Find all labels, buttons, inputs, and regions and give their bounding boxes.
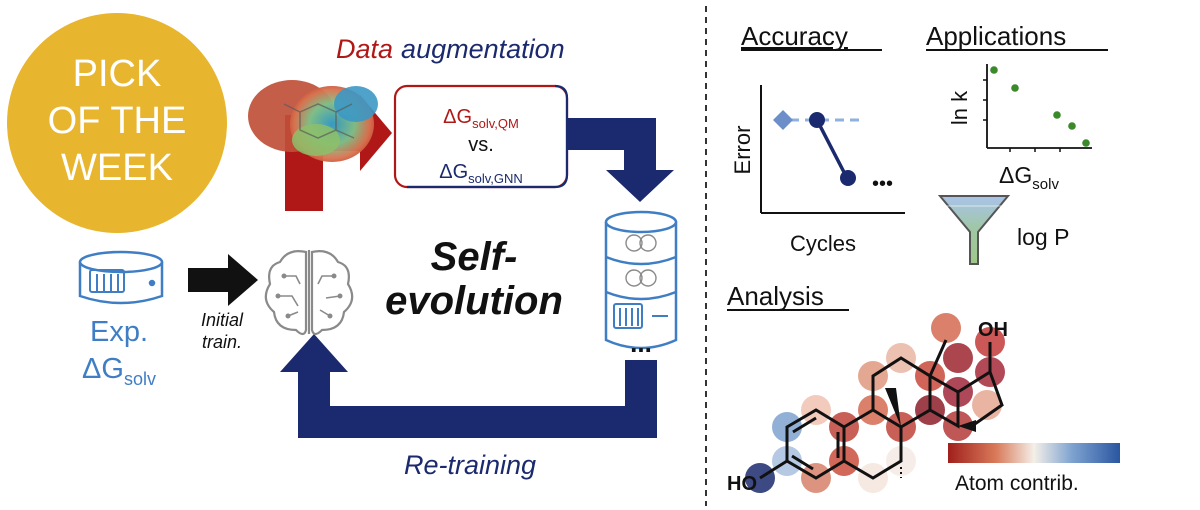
title-word-augmentation: augmentation <box>401 34 565 64</box>
error-axis-label: Error <box>730 126 755 175</box>
accuracy-plot <box>760 85 905 214</box>
app-point <box>1068 122 1076 130</box>
colorbar-label: Atom contrib. <box>955 472 1079 495</box>
funnel-icon <box>937 195 1011 265</box>
accuracy-title: Accuracy <box>741 21 848 51</box>
brain-icon <box>264 250 354 336</box>
oh-label: OH <box>978 319 1008 341</box>
applications-plot <box>983 64 1092 152</box>
dg-solv-axis-label: ΔGsolv <box>999 162 1059 193</box>
app-point <box>990 66 998 74</box>
badge-line-3: WEEK <box>61 147 173 189</box>
esp-molecule-surface <box>248 80 378 162</box>
logp-label: log P <box>1017 224 1069 250</box>
app-point <box>1082 139 1090 147</box>
dg-gnn-label: ΔGsolv,GNN <box>439 161 523 186</box>
badge-line-1: PICK <box>73 53 162 95</box>
analysis-title: Analysis <box>727 281 824 311</box>
dg-qm-label: ΔGsolv,QM <box>443 106 519 131</box>
exp-dg-solv-label: ΔGsolv <box>82 353 156 389</box>
badge-circle <box>7 13 227 233</box>
lnk-axis-label: ln k <box>947 90 972 125</box>
accuracy-point-2 <box>840 170 856 186</box>
exp-label: Exp. <box>90 316 148 348</box>
app-point <box>1011 84 1019 92</box>
app-point <box>1053 111 1061 119</box>
initial-label: Initial <box>201 310 244 330</box>
experimental-dataset-icon <box>78 250 164 305</box>
navy-retraining-arrow <box>280 334 657 438</box>
database-stack-icon <box>604 210 678 350</box>
accuracy-ellipsis: ••• <box>872 173 893 195</box>
database-ellipsis: ... <box>630 328 652 358</box>
title-word-data: Data <box>336 34 393 64</box>
self-label: Self- <box>431 235 518 279</box>
dg-comparison-box: ΔGsolv,QM vs. ΔGsolv,GNN <box>393 84 569 189</box>
accuracy-point-1 <box>809 112 825 128</box>
accuracy-initial-point <box>773 110 793 130</box>
estradiol-structure <box>745 313 1005 493</box>
retraining-label: Re-training <box>404 450 536 480</box>
evolution-label: evolution <box>385 279 563 323</box>
black-initial-train-arrow <box>188 254 258 306</box>
vs-label: vs. <box>468 134 494 156</box>
atom-contribution-colorbar <box>948 443 1120 463</box>
navy-arrow-to-database <box>568 118 674 202</box>
applications-title: Applications <box>926 21 1066 51</box>
badge-line-2: OF THE <box>48 100 187 142</box>
train-label: train. <box>202 332 242 352</box>
data-augmentation-title: Data augmentation <box>336 34 565 64</box>
cycles-axis-label: Cycles <box>790 231 856 256</box>
pick-of-the-week-badge: PICK OF THE WEEK <box>7 13 227 233</box>
ho-label: HO <box>727 473 757 495</box>
